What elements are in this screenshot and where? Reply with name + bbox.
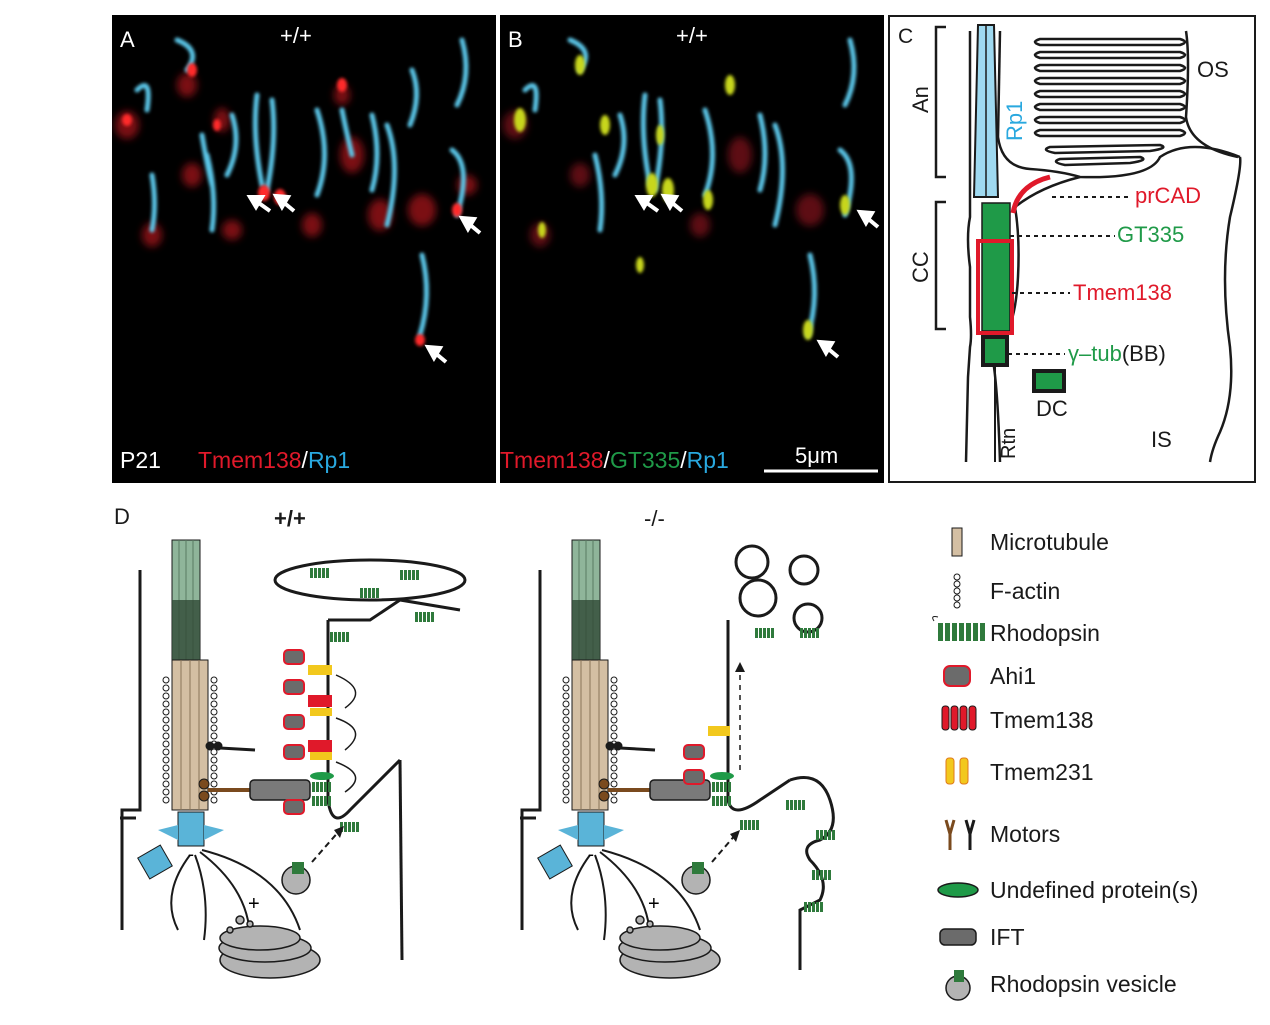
label-bb: (BB)	[1121, 341, 1166, 366]
legend-label: Tmem231	[990, 758, 1094, 785]
label-tmem138: Tmem138	[1073, 280, 1173, 305]
panel-a-genotype: +/+	[280, 23, 312, 48]
legend-label: Microtubule	[990, 528, 1109, 555]
panel-c-schematic: C OS An Rp1 CC prCAD GT335 Tmem138 γ–tub…	[888, 15, 1256, 483]
legend-label: Tmem138	[990, 706, 1094, 733]
panel-d-models: - +	[100, 500, 920, 1000]
label-rp1: Rp1	[1002, 100, 1027, 141]
motors-icon	[930, 814, 990, 854]
panel-a-stain-legend: Tmem138/Rp1	[198, 447, 350, 474]
panel-a-age: P21	[120, 447, 161, 473]
panel-b-genotype: +/+	[676, 23, 708, 48]
legend-row: F-actin	[930, 571, 1060, 611]
legend-label: IFT	[990, 923, 1025, 950]
panel-b-arrows	[634, 193, 880, 359]
label-gtub: γ–tub	[1068, 341, 1122, 366]
legend-label: F-actin	[990, 577, 1061, 604]
panel-a-stain-sep: /	[301, 447, 308, 473]
panel-b-stain-green: GT335	[609, 447, 681, 473]
panel-a-arrows	[246, 193, 482, 364]
legend-row: Motors	[930, 814, 1060, 854]
label-os: OS	[1197, 57, 1229, 82]
rhodopsin-icon	[930, 613, 990, 653]
legend-row: Tmem231	[930, 752, 1094, 792]
label-is: IS	[1151, 427, 1172, 452]
legend-row: Ahi1	[930, 656, 1036, 696]
panel-a-image	[115, 37, 482, 364]
label-prcad: prCAD	[1135, 183, 1202, 208]
legend-row: Microtubule	[930, 522, 1109, 562]
panel-b-stain-blue: Rp1	[686, 447, 729, 473]
label-dc: DC	[1036, 396, 1068, 421]
panel-c-letter: C	[898, 25, 914, 48]
legend-label: Ahi1	[990, 662, 1037, 689]
legend-row: Tmem138	[930, 700, 1094, 740]
panel-b-letter: B	[508, 27, 523, 52]
basal-body	[981, 335, 1009, 367]
scale-bar-label: 5μm	[795, 443, 839, 468]
label-rtn: Rtn	[998, 427, 1020, 459]
panel-b-micrograph: B +/+ Tmem138/GT335/Rp1 5μm	[500, 15, 884, 483]
panel-d-letter: D	[114, 504, 130, 529]
panel-a-letter: A	[120, 27, 135, 52]
ko-model	[518, 538, 835, 980]
tmem138-icon	[930, 700, 990, 740]
panel-b-sep2: /	[680, 447, 687, 473]
f-actin-icon	[930, 571, 990, 611]
cc-bracket	[934, 200, 946, 331]
legend: Microtubule F-actin Rhodopsin Ahi1 Tmem1…	[930, 520, 1260, 1010]
legend-row: Rhodopsin	[930, 613, 1100, 653]
panel-a-micrograph: A +/+ P21 Tmem138/Rp1	[112, 15, 496, 483]
outer-segment-discs	[1033, 37, 1187, 167]
panel-d-wt-label: +/+	[274, 506, 306, 531]
panel-b-image	[503, 37, 880, 473]
legend-label: Motors	[990, 820, 1061, 847]
ift-icon	[930, 917, 990, 957]
microtubule-icon	[930, 522, 990, 562]
panel-b-stain-red: Tmem138	[500, 447, 604, 473]
daughter-centriole	[1032, 369, 1066, 393]
undefined-protein-icon	[930, 870, 990, 910]
panel-c-drawing	[934, 24, 1242, 463]
label-cc: CC	[908, 251, 933, 283]
ahi1-icon	[930, 656, 990, 696]
wt-model	[118, 538, 467, 980]
label-an: An	[908, 86, 933, 113]
panel-b-sep1: /	[603, 447, 610, 473]
legend-label: Rhodopsin vesicle	[990, 970, 1177, 997]
legend-row: Undefined protein(s)	[930, 870, 1198, 910]
panel-d-drawing: - +	[118, 538, 835, 980]
prcad-arc	[1010, 174, 1051, 214]
legend-row: IFT	[930, 917, 1025, 957]
panel-a-stain-red: Tmem138	[198, 447, 302, 473]
legend-label: Rhodopsin	[990, 619, 1100, 646]
panel-b-stain-legend: Tmem138/GT335/Rp1	[500, 447, 729, 474]
tmem231-icon	[930, 752, 990, 792]
legend-row: Rhodopsin vesicle	[930, 964, 1177, 1004]
an-bracket	[934, 25, 946, 179]
tmem138-box	[976, 239, 1014, 335]
connecting-cilium	[981, 202, 1011, 332]
label-gtub-bb: γ–tub(BB)	[1068, 341, 1166, 367]
panel-a-stain-blue: Rp1	[307, 447, 351, 473]
label-gt335: GT335	[1117, 222, 1185, 247]
legend-label: Undefined protein(s)	[990, 876, 1199, 903]
rhodopsin-vesicle-icon	[930, 964, 990, 1004]
panel-d-ko-label: -/-	[644, 506, 665, 531]
